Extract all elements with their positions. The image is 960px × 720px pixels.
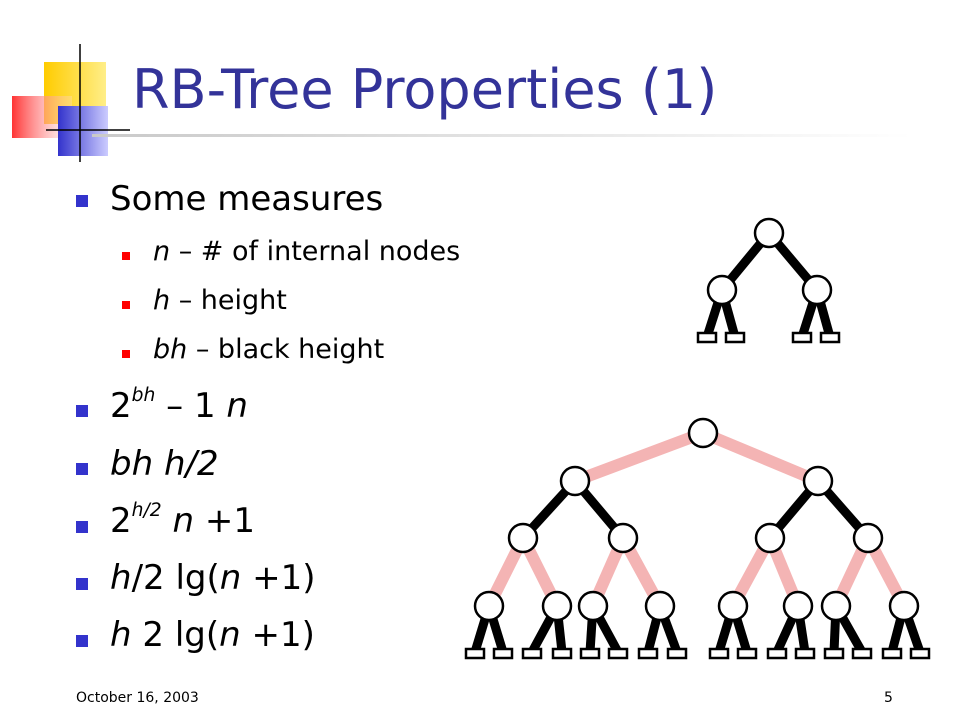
leaf-nil xyxy=(851,647,873,660)
bullet-marker xyxy=(76,405,88,417)
tree-node xyxy=(782,590,814,622)
tree-node xyxy=(802,465,834,497)
prop-rhs-text: +1 xyxy=(194,501,255,541)
leaf-nil xyxy=(464,647,486,660)
property-1: 2bh – 1 n xyxy=(110,386,248,426)
tree-node xyxy=(507,522,539,554)
tree-node xyxy=(717,590,749,622)
leaf-nil xyxy=(909,647,931,660)
measure-text: – black height xyxy=(187,334,385,365)
prop-exponent: bh xyxy=(131,385,156,407)
tree-node xyxy=(753,217,785,249)
leaf-nil xyxy=(881,647,903,660)
leaf-nil xyxy=(791,331,813,344)
property-5: h 2 lg(n +1) xyxy=(110,615,315,655)
prop-rhs: n xyxy=(226,386,248,426)
prop-rhs-var: n xyxy=(219,558,242,598)
leaf-nil xyxy=(696,331,718,344)
tree-node xyxy=(754,522,786,554)
tree-node xyxy=(820,590,852,622)
prop-rhs-text: 2 lg( xyxy=(142,615,220,655)
measure-item-n: n – # of internal nodes xyxy=(153,236,460,267)
leaf-nil xyxy=(766,647,788,660)
slide-title: RB-Tree Properties (1) xyxy=(132,58,718,121)
leaf-nil xyxy=(666,647,688,660)
measure-var: n xyxy=(153,236,171,267)
tree-node xyxy=(644,590,676,622)
tree-node xyxy=(473,590,505,622)
leaf-nil xyxy=(794,647,816,660)
bullet-marker xyxy=(76,463,88,475)
leaf-nil xyxy=(492,647,514,660)
property-4: h/2 lg(n +1) xyxy=(110,558,316,598)
measures-heading: Some measures xyxy=(110,179,384,219)
prop-base: 2 xyxy=(110,386,132,426)
prop-lhs: bh xyxy=(110,444,164,484)
sub-bullet-marker xyxy=(122,350,130,358)
tree-node xyxy=(559,465,591,497)
prop-rhs-var: n xyxy=(219,615,241,655)
prop-exponent: h/2 xyxy=(131,500,162,522)
tree-node xyxy=(706,274,738,306)
prop-rhs-text: +1) xyxy=(240,615,315,655)
leaf-nil xyxy=(708,647,730,660)
measure-item-h: h – height xyxy=(153,285,287,316)
prop-lhs-text: /2 xyxy=(131,558,176,598)
prop-lhs-var: h xyxy=(110,615,132,655)
title-underline xyxy=(92,134,912,137)
leaf-nil xyxy=(736,647,758,660)
leaf-nil xyxy=(819,331,841,344)
prop-rhs: h/2 xyxy=(163,444,219,484)
measure-item-bh: bh – black height xyxy=(153,334,384,365)
bullet-marker xyxy=(76,578,88,590)
tree-node xyxy=(541,590,573,622)
footer-date: October 16, 2003 xyxy=(76,690,199,706)
measure-text: – # of internal nodes xyxy=(170,236,461,267)
leaf-nil xyxy=(724,331,746,344)
measure-var: bh xyxy=(153,334,188,365)
tree-node xyxy=(888,590,920,622)
property-2: bh h/2 xyxy=(110,444,219,484)
measure-text: – height xyxy=(170,285,287,316)
page-number: 5 xyxy=(884,690,893,706)
tree-node xyxy=(852,522,884,554)
tree-node xyxy=(577,590,609,622)
leaf-nil xyxy=(823,647,845,660)
prop-base: 2 xyxy=(110,501,132,541)
leaf-nil xyxy=(579,647,601,660)
leaf-nil xyxy=(607,647,629,660)
sub-bullet-marker xyxy=(122,252,130,260)
prop-rhs-var: n xyxy=(172,501,195,541)
leaf-nil xyxy=(637,647,659,660)
bullet-marker xyxy=(76,195,88,207)
tree-node xyxy=(801,274,833,306)
prop-rhs-text: +1) xyxy=(241,558,316,598)
tree-node xyxy=(687,417,719,449)
tree-node xyxy=(607,522,639,554)
prop-lhs-var: h xyxy=(110,558,132,598)
prop-text: – 1 xyxy=(155,386,227,426)
bullet-marker xyxy=(76,635,88,647)
leaf-nil xyxy=(521,647,543,660)
leaf-nil xyxy=(551,647,573,660)
big-rb-tree-red-edges xyxy=(483,427,910,609)
sub-bullet-marker xyxy=(122,301,130,309)
corner-decoration xyxy=(12,44,130,162)
measure-var: h xyxy=(153,285,171,316)
bullet-marker xyxy=(76,521,88,533)
prop-rhs-text: lg( xyxy=(175,558,220,598)
property-3: 2h/2 n +1 xyxy=(110,501,255,541)
